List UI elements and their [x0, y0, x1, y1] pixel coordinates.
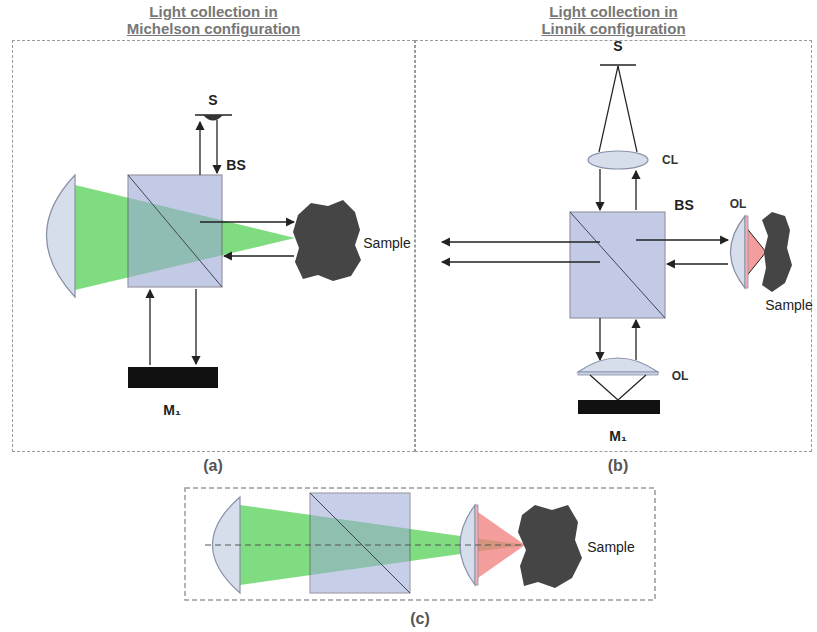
- lens: [47, 175, 76, 297]
- sample: [518, 505, 582, 588]
- mirror: [578, 400, 660, 414]
- source-label: S: [613, 38, 622, 54]
- ray: [599, 318, 600, 360]
- sample: [762, 212, 792, 292]
- ray: [618, 66, 637, 152]
- lens-label: OL: [672, 369, 689, 383]
- splitter-label: BS: [674, 197, 693, 213]
- source: [600, 64, 636, 66]
- panel-heading: Light collection in Linnik configuration: [538, 3, 689, 37]
- panel-heading: Light collection in Michelson configurat…: [124, 3, 304, 37]
- lens-label: OL: [730, 197, 747, 211]
- ray: [200, 221, 294, 222]
- panel-frame: [185, 488, 655, 600]
- ray: [635, 171, 636, 210]
- splitter-diagonal: [570, 212, 665, 318]
- splitter-diagonal: [128, 175, 222, 287]
- splitter-label: BS: [226, 157, 245, 173]
- sample: [293, 200, 361, 281]
- panel-caption: (c): [410, 610, 430, 628]
- ray: [149, 290, 150, 365]
- sample-label: Sample: [587, 539, 634, 555]
- beam-splitter: [570, 212, 665, 318]
- beam-splitter: [310, 493, 410, 593]
- ray: [636, 239, 728, 240]
- ray: [442, 261, 600, 262]
- panel-caption: (a): [203, 457, 223, 475]
- source-label: S: [208, 92, 217, 108]
- ray: [224, 255, 294, 256]
- objective-lens: [578, 358, 658, 372]
- mirror-label: M₁: [163, 402, 180, 418]
- sample-label: Sample: [765, 297, 812, 313]
- objective-lens: [731, 216, 746, 288]
- panel-box: Light collection in Linnik configuration: [415, 40, 812, 452]
- ray: [442, 241, 600, 242]
- michelson-setup: [47, 115, 362, 388]
- sample-label: Sample: [363, 235, 410, 251]
- source: [203, 115, 223, 121]
- linnik-setup: [442, 65, 792, 414]
- ray: [216, 120, 217, 173]
- optical-axis: [205, 545, 525, 546]
- lens-label: CL: [662, 153, 678, 167]
- ray: [195, 289, 196, 364]
- ray: [599, 66, 618, 152]
- mirror-label: M₁: [609, 428, 626, 444]
- ray: [599, 169, 600, 210]
- ray: [635, 320, 636, 360]
- panel-caption: (b): [608, 457, 628, 475]
- ray: [199, 122, 200, 175]
- comparison-setup: [185, 488, 655, 600]
- mirror: [128, 367, 218, 388]
- beam-splitter: [128, 175, 222, 287]
- ray: [667, 263, 728, 264]
- condenser-lens: [588, 151, 648, 169]
